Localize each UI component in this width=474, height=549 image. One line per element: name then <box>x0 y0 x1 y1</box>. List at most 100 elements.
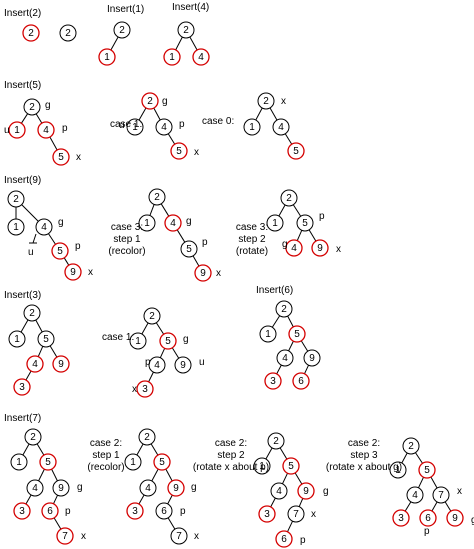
case-caption-line: step 1 <box>92 450 120 461</box>
tree-node-circle-black <box>10 453 28 471</box>
tree-node-circle-black <box>23 304 41 322</box>
tree-node-value: 3 <box>132 506 138 517</box>
tree-node-circle-black <box>257 92 275 110</box>
tree-edge <box>141 322 149 335</box>
tree-edge <box>36 443 45 456</box>
tree-edge <box>265 447 273 460</box>
section-title: Insert(9) <box>4 175 41 186</box>
tree-node-circle-red <box>287 142 305 160</box>
tree-node-circle-black <box>139 479 157 497</box>
tree-edge <box>150 443 159 456</box>
tree-edge <box>138 494 145 505</box>
tree-node-value: 1 <box>16 457 22 468</box>
tree-node-value: 2 <box>149 311 155 322</box>
tree-node-value: 9 <box>70 267 76 278</box>
tree-edge <box>192 255 200 267</box>
section-title: Insert(1) <box>107 4 144 15</box>
tree-node-circle-black <box>35 218 53 236</box>
node-role-label: x <box>457 486 462 497</box>
tree-node-circle-red <box>13 502 31 520</box>
tree-edge <box>153 107 161 121</box>
tree-node-value: 7 <box>293 509 299 520</box>
section-title: Insert(4) <box>172 2 209 13</box>
tree-node-circle-black <box>303 349 321 367</box>
tree-edge <box>138 107 147 121</box>
tree-edge <box>136 443 144 456</box>
node-role-label: p <box>300 535 306 546</box>
node-role-label: g <box>186 216 192 227</box>
tree-node-circle-black <box>26 479 44 497</box>
tree-node-circle-red <box>282 457 300 475</box>
tree-edge <box>35 113 43 124</box>
tree-edge <box>165 468 173 482</box>
tree-node-circle-black <box>272 118 290 136</box>
tree-node-circle-black <box>177 21 195 39</box>
tree-node-value: 4 <box>412 490 418 501</box>
tree-node-circle-red <box>64 263 82 281</box>
tree-edge <box>415 452 423 464</box>
tree-node-circle-black <box>8 330 26 348</box>
node-role-label: x <box>194 147 199 158</box>
node-role-label: p <box>145 357 151 368</box>
tree-edge <box>25 494 32 505</box>
tree-node-value: 1 <box>272 218 278 229</box>
case-caption-line: case 3: <box>236 222 268 233</box>
tree-node-circle-red <box>56 527 74 545</box>
tree-node-circle-red <box>51 242 69 260</box>
tree-node-value: 2 <box>119 25 125 36</box>
tree-node-circle-red <box>41 502 59 520</box>
tree-edge <box>63 257 70 266</box>
tree-node-value: 2 <box>13 194 19 205</box>
tree-node-value: 1 <box>265 329 271 340</box>
tree-edge <box>401 452 408 464</box>
tree-node-value: 2 <box>147 96 153 107</box>
tree-node-circle-red <box>418 461 436 479</box>
tree-node-circle-black <box>52 479 70 497</box>
node-role-label: x <box>76 152 81 163</box>
node-role-label: g <box>282 239 288 250</box>
tree-edge <box>288 340 294 352</box>
tree-node-circle-red <box>170 142 188 160</box>
tree-node-value: 4 <box>43 125 49 136</box>
tree-node-circle-black <box>266 214 284 232</box>
tree-node-circle-black <box>276 349 294 367</box>
tree-node-value: 5 <box>159 457 165 468</box>
tree-edge <box>53 517 62 530</box>
tree-node-value: 2 <box>273 436 279 447</box>
tree-node-value: 1 <box>104 52 110 63</box>
tree-node-circle-red <box>275 530 293 548</box>
tree-node-circle-black <box>143 307 161 325</box>
tree-edge <box>284 133 293 145</box>
tree-edge <box>255 107 263 121</box>
tree-node-circle-black <box>37 330 55 348</box>
tree-edge <box>160 203 170 217</box>
tree-1: 2 <box>22 24 40 42</box>
tree-node-value: 3 <box>19 506 25 517</box>
tree-node-value: 5 <box>288 461 294 472</box>
tree-node-circle-red <box>163 48 181 66</box>
tree-node-circle-black <box>296 214 314 232</box>
tree-node-value: 5 <box>294 329 300 340</box>
tree-node-circle-red <box>167 479 185 497</box>
tree-node-value: 5 <box>176 146 182 157</box>
tree-node-value: 4 <box>170 218 176 229</box>
node-role-label: x <box>311 509 316 520</box>
tree-node-value: 3 <box>142 384 148 395</box>
tree-edge <box>175 36 183 51</box>
tree-node-value: 3 <box>270 376 276 387</box>
tree-edge <box>48 233 56 245</box>
tree-edge <box>271 315 281 328</box>
tree-node-circle-red <box>13 378 31 396</box>
tree-edge <box>49 345 58 358</box>
tree-edge <box>151 468 159 482</box>
tree-edge <box>35 319 43 333</box>
tree-node-circle-red <box>311 239 329 257</box>
tree-node-value: 2 <box>29 308 35 319</box>
tree-node-circle-red <box>8 121 26 139</box>
